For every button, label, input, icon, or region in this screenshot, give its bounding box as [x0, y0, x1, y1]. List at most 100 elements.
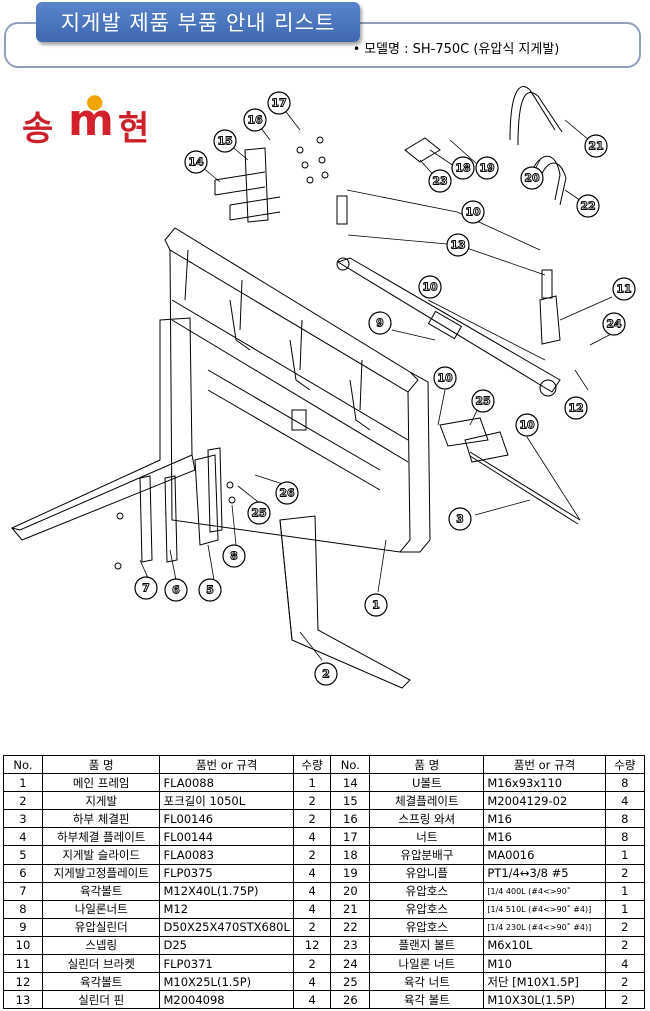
- callout-3: 3: [448, 507, 472, 531]
- svg-text:12: 12: [568, 402, 583, 415]
- lower-clamp-plates: [439, 417, 509, 463]
- table-cell: 16: [330, 809, 371, 829]
- svg-text:10: 10: [422, 281, 438, 294]
- table-cell: M12: [159, 899, 294, 919]
- table-cell: 4: [292, 990, 332, 1010]
- table-cell: FLP0371: [159, 954, 294, 974]
- table-cell: PT1/4↔3/8 #5: [483, 863, 606, 883]
- svg-text:18: 18: [455, 162, 470, 175]
- col-spec: 품번 or 규격: [159, 754, 294, 775]
- table-cell: 지게발 슬라이드: [41, 845, 161, 865]
- callout-25a: 25: [471, 389, 495, 413]
- table-cell: M10X25L(1.5P): [159, 972, 294, 992]
- table-cell: D25: [159, 935, 294, 956]
- svg-text:13: 13: [450, 239, 465, 252]
- table-cell: 너트: [369, 827, 485, 847]
- callout-20: 20: [520, 166, 544, 190]
- table-cell: 2: [292, 791, 332, 811]
- parts-table: No. 품 명 품번 or 규격 수량 No. 품 명 품번 or 규격 수량 …: [3, 754, 646, 1010]
- table-cell: M10X30L(1.5P): [483, 990, 606, 1010]
- callout-10d: 10: [515, 413, 539, 437]
- svg-text:6: 6: [172, 584, 180, 597]
- svg-text:15: 15: [217, 135, 232, 148]
- col-spec-2: 품번 or 규격: [483, 754, 606, 775]
- callout-16: 16: [243, 108, 267, 132]
- table-cell: 4: [292, 972, 332, 992]
- table-cell: 체결플레이트: [369, 791, 485, 811]
- table-cell: 23: [330, 935, 371, 956]
- hydraulic-distributor-drawing: [404, 137, 441, 163]
- model-name: •모델명 : SH-750C (유압식 지게발): [353, 42, 560, 57]
- svg-text:17: 17: [271, 97, 286, 110]
- table-cell: 2: [604, 990, 646, 1010]
- model-label: 모델명 : SH-750C (유압식 지게발): [364, 42, 560, 57]
- table-cell: M6x10L: [483, 935, 606, 956]
- svg-text:2: 2: [322, 668, 330, 681]
- callout-1: 1: [364, 593, 388, 617]
- table-cell: 20: [330, 881, 371, 901]
- table-cell: 하부 체결핀: [41, 809, 161, 829]
- leader-lines: [139, 103, 616, 661]
- table-cell: M16x93x110: [483, 773, 606, 793]
- callout-18: 18: [451, 156, 475, 180]
- table-cell: 8: [604, 773, 646, 793]
- col-no-2: No.: [330, 754, 371, 775]
- table-cell: 24: [330, 954, 371, 974]
- table-cell: 4: [292, 827, 332, 847]
- callout-10b: 10: [418, 275, 442, 299]
- table-cell: 1: [604, 881, 646, 901]
- table-cell: 메인 프레임: [41, 773, 161, 793]
- callout-26: 26: [275, 481, 299, 505]
- table-cell: M12X40L(1.75P): [159, 881, 294, 901]
- table-cell: 7: [3, 881, 43, 901]
- svg-text:5: 5: [206, 584, 214, 597]
- table-cell: U볼트: [369, 773, 485, 793]
- exploded-parts-drawing: 1 2 3 5 6 7 8 9 10 10 10 10 11 12 13 14 …: [10, 86, 636, 689]
- svg-text:25: 25: [251, 507, 266, 520]
- table-cell: 18: [330, 845, 371, 865]
- callout-10c: 10: [433, 366, 457, 390]
- callout-11: 11: [612, 277, 636, 301]
- table-cell: FLA0088: [159, 773, 294, 793]
- svg-text:16: 16: [247, 114, 263, 127]
- table-cell: 2: [292, 809, 332, 829]
- table-cell: 22: [330, 917, 371, 937]
- table-cell: 4: [292, 899, 332, 919]
- svg-text:24: 24: [606, 318, 622, 331]
- svg-text:22: 22: [580, 200, 595, 213]
- table-cell: M10: [483, 954, 606, 974]
- table-cell: [1/4 400L (#4<>90˚: [483, 881, 606, 901]
- table-cell: 유압호스: [369, 917, 485, 937]
- callout-8: 8: [222, 544, 246, 568]
- table-cell: 유압호스: [369, 881, 485, 901]
- hydraulic-cylinder-drawing: [336, 257, 561, 397]
- table-cell: 유압분배구: [369, 845, 485, 865]
- callout-13: 13: [446, 233, 470, 257]
- table-cell: 나일론너트: [41, 899, 161, 919]
- callout-10a: 10: [461, 200, 485, 224]
- table-cell: 지게발고정플레이트: [41, 863, 161, 883]
- table-cell: 17: [330, 827, 371, 847]
- table-cell: 26: [330, 990, 371, 1010]
- table-cell: 12: [292, 935, 332, 956]
- svg-text:25: 25: [475, 395, 490, 408]
- table-cell: FL00146: [159, 809, 294, 829]
- svg-text:10: 10: [437, 372, 453, 385]
- table-cell: [1/4 230L (#4<>90˚ #4)]: [483, 917, 606, 937]
- table-cell: 육각볼트: [41, 881, 161, 901]
- col-name: 품 명: [41, 754, 161, 775]
- table-cell: 나일론 너트: [369, 954, 485, 974]
- company-logo: 송 m ● 현: [22, 89, 150, 149]
- table-cell: 4: [3, 827, 43, 847]
- table-cell: 15: [330, 791, 371, 811]
- table-cell: 스넵링: [41, 935, 161, 956]
- svg-text:8: 8: [230, 550, 238, 563]
- table-cell: 8: [3, 899, 43, 919]
- table-cell: 유압니플: [369, 863, 485, 883]
